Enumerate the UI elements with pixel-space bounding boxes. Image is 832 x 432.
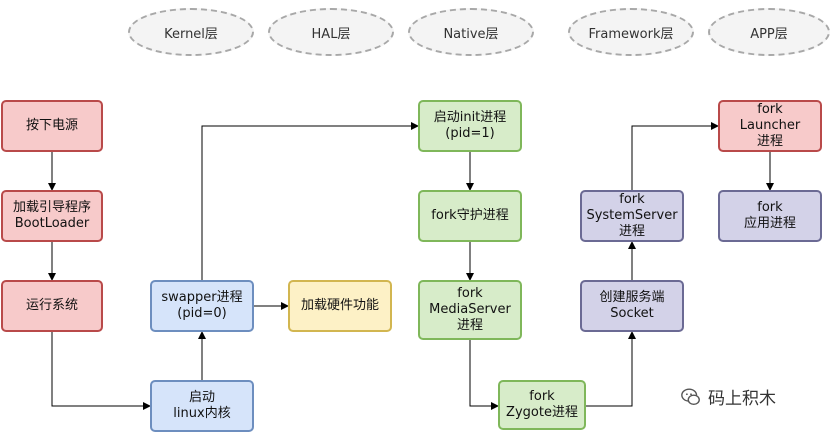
- node-mediaserver: fork MediaServer 进程: [418, 280, 522, 340]
- watermark-text: 码上积木: [708, 389, 776, 409]
- node-power-on: 按下电源: [1, 100, 103, 152]
- node-zygote: fork Zygote进程: [498, 380, 586, 430]
- node-bootloader: 加载引导程序 BootLoader: [1, 190, 103, 242]
- arrow-zygote-to-socket: [586, 331, 636, 407]
- layer-framework: Framework层: [568, 8, 694, 56]
- node-daemon: fork守护进程: [418, 190, 522, 242]
- layer-kernel: Kernel层: [128, 8, 254, 56]
- node-load-hardware: 加载硬件功能: [288, 280, 392, 332]
- node-start-kernel: 启动 linux内核: [150, 380, 254, 432]
- layer-hal: HAL层: [268, 8, 394, 56]
- layer-app: APP层: [708, 8, 830, 56]
- node-init: 启动init进程 (pid=1): [418, 100, 522, 152]
- node-run-system: 运行系统: [1, 280, 103, 332]
- node-swapper: swapper进程 (pid=0): [150, 280, 254, 332]
- arrow-swapper-to-init: [201, 122, 419, 280]
- watermark: 码上积木: [680, 384, 776, 409]
- wechat-icon: [681, 388, 700, 405]
- arrow-systemserver-to-launcher: [631, 122, 719, 190]
- arrow-media-to-zygote: [469, 340, 499, 410]
- node-systemserver: fork SystemServer 进程: [580, 190, 684, 242]
- layer-native: Native层: [408, 8, 534, 56]
- node-socket: 创建服务端 Socket: [580, 280, 684, 332]
- node-app-process: fork 应用进程: [718, 190, 822, 242]
- node-launcher: fork Launcher 进程: [718, 100, 822, 152]
- arrow-run-to-kernel: [51, 332, 151, 410]
